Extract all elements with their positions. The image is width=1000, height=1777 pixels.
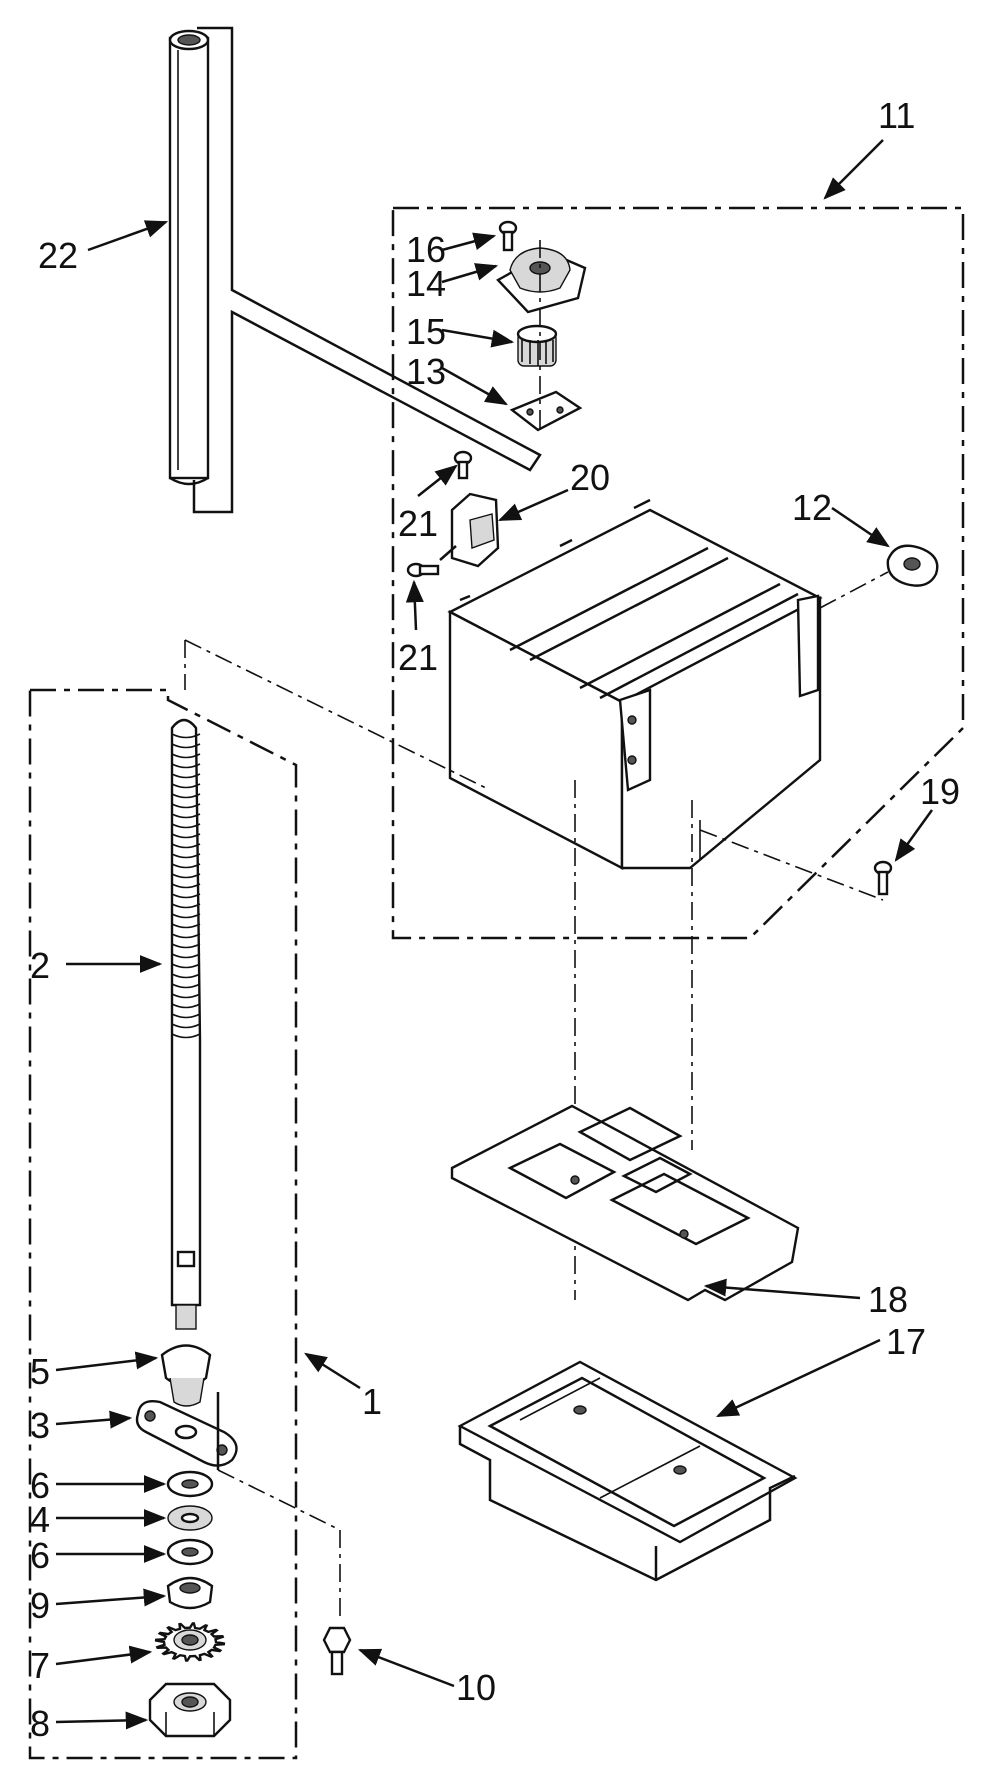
part-21-screw-lower bbox=[406, 562, 440, 578]
callout-7: 7 bbox=[30, 1645, 50, 1686]
callout-15: 15 bbox=[406, 311, 446, 352]
leader-lines bbox=[55, 139, 934, 1730]
part-7-sprocket bbox=[154, 1622, 226, 1662]
callout-20: 20 bbox=[570, 457, 610, 498]
callout-1: 1 bbox=[362, 1381, 382, 1422]
part-8-nut bbox=[148, 1682, 232, 1738]
callout-8: 8 bbox=[30, 1703, 50, 1744]
callout-17: 17 bbox=[886, 1321, 926, 1362]
callout-6-upper: 6 bbox=[30, 1465, 50, 1506]
part-22-tube bbox=[168, 26, 542, 514]
part-6-washer-lower bbox=[166, 1538, 214, 1566]
callout-22: 22 bbox=[38, 235, 78, 276]
part-3-plate bbox=[135, 1392, 341, 1620]
callout-10: 10 bbox=[456, 1667, 496, 1708]
part-15-gear bbox=[516, 324, 558, 367]
callout-18: 18 bbox=[868, 1279, 908, 1320]
callout-5: 5 bbox=[30, 1351, 50, 1392]
part-2-threaded-rod bbox=[170, 718, 202, 1330]
group-11-boundary bbox=[391, 206, 965, 940]
callout-21-upper: 21 bbox=[398, 503, 438, 544]
callout-11: 11 bbox=[878, 95, 915, 136]
callout-13: 13 bbox=[406, 351, 446, 392]
part-17-tray bbox=[457, 1360, 798, 1582]
group-1-boundary bbox=[28, 688, 298, 1760]
part-6-washer-upper bbox=[166, 1470, 214, 1498]
callout-4: 4 bbox=[30, 1499, 50, 1540]
part-4-lock-washer bbox=[167, 1505, 213, 1531]
part-16-screw bbox=[498, 220, 518, 252]
callout-6-lower: 6 bbox=[30, 1535, 50, 1576]
part-9-bearing bbox=[166, 1576, 214, 1610]
part-10-screw bbox=[322, 1626, 352, 1676]
callout-14: 14 bbox=[406, 263, 446, 304]
part-21-screw-upper bbox=[453, 450, 473, 480]
part-20-switch bbox=[439, 492, 500, 568]
callout-3: 3 bbox=[30, 1405, 50, 1446]
part-13-plate bbox=[509, 390, 583, 432]
part-12-clip bbox=[886, 544, 939, 587]
part-19-screw bbox=[873, 860, 893, 896]
callout-2: 2 bbox=[30, 945, 50, 986]
part-18-gasket bbox=[450, 1104, 800, 1302]
callout-16: 16 bbox=[406, 229, 446, 270]
callout-21-lower: 21 bbox=[398, 637, 438, 678]
part-14-bracket bbox=[496, 247, 587, 314]
part-5-bushing bbox=[160, 1344, 212, 1407]
callout-9: 9 bbox=[30, 1585, 50, 1626]
callout-12: 12 bbox=[792, 487, 832, 528]
housing-box bbox=[447, 498, 823, 870]
callout-19: 19 bbox=[920, 771, 960, 812]
